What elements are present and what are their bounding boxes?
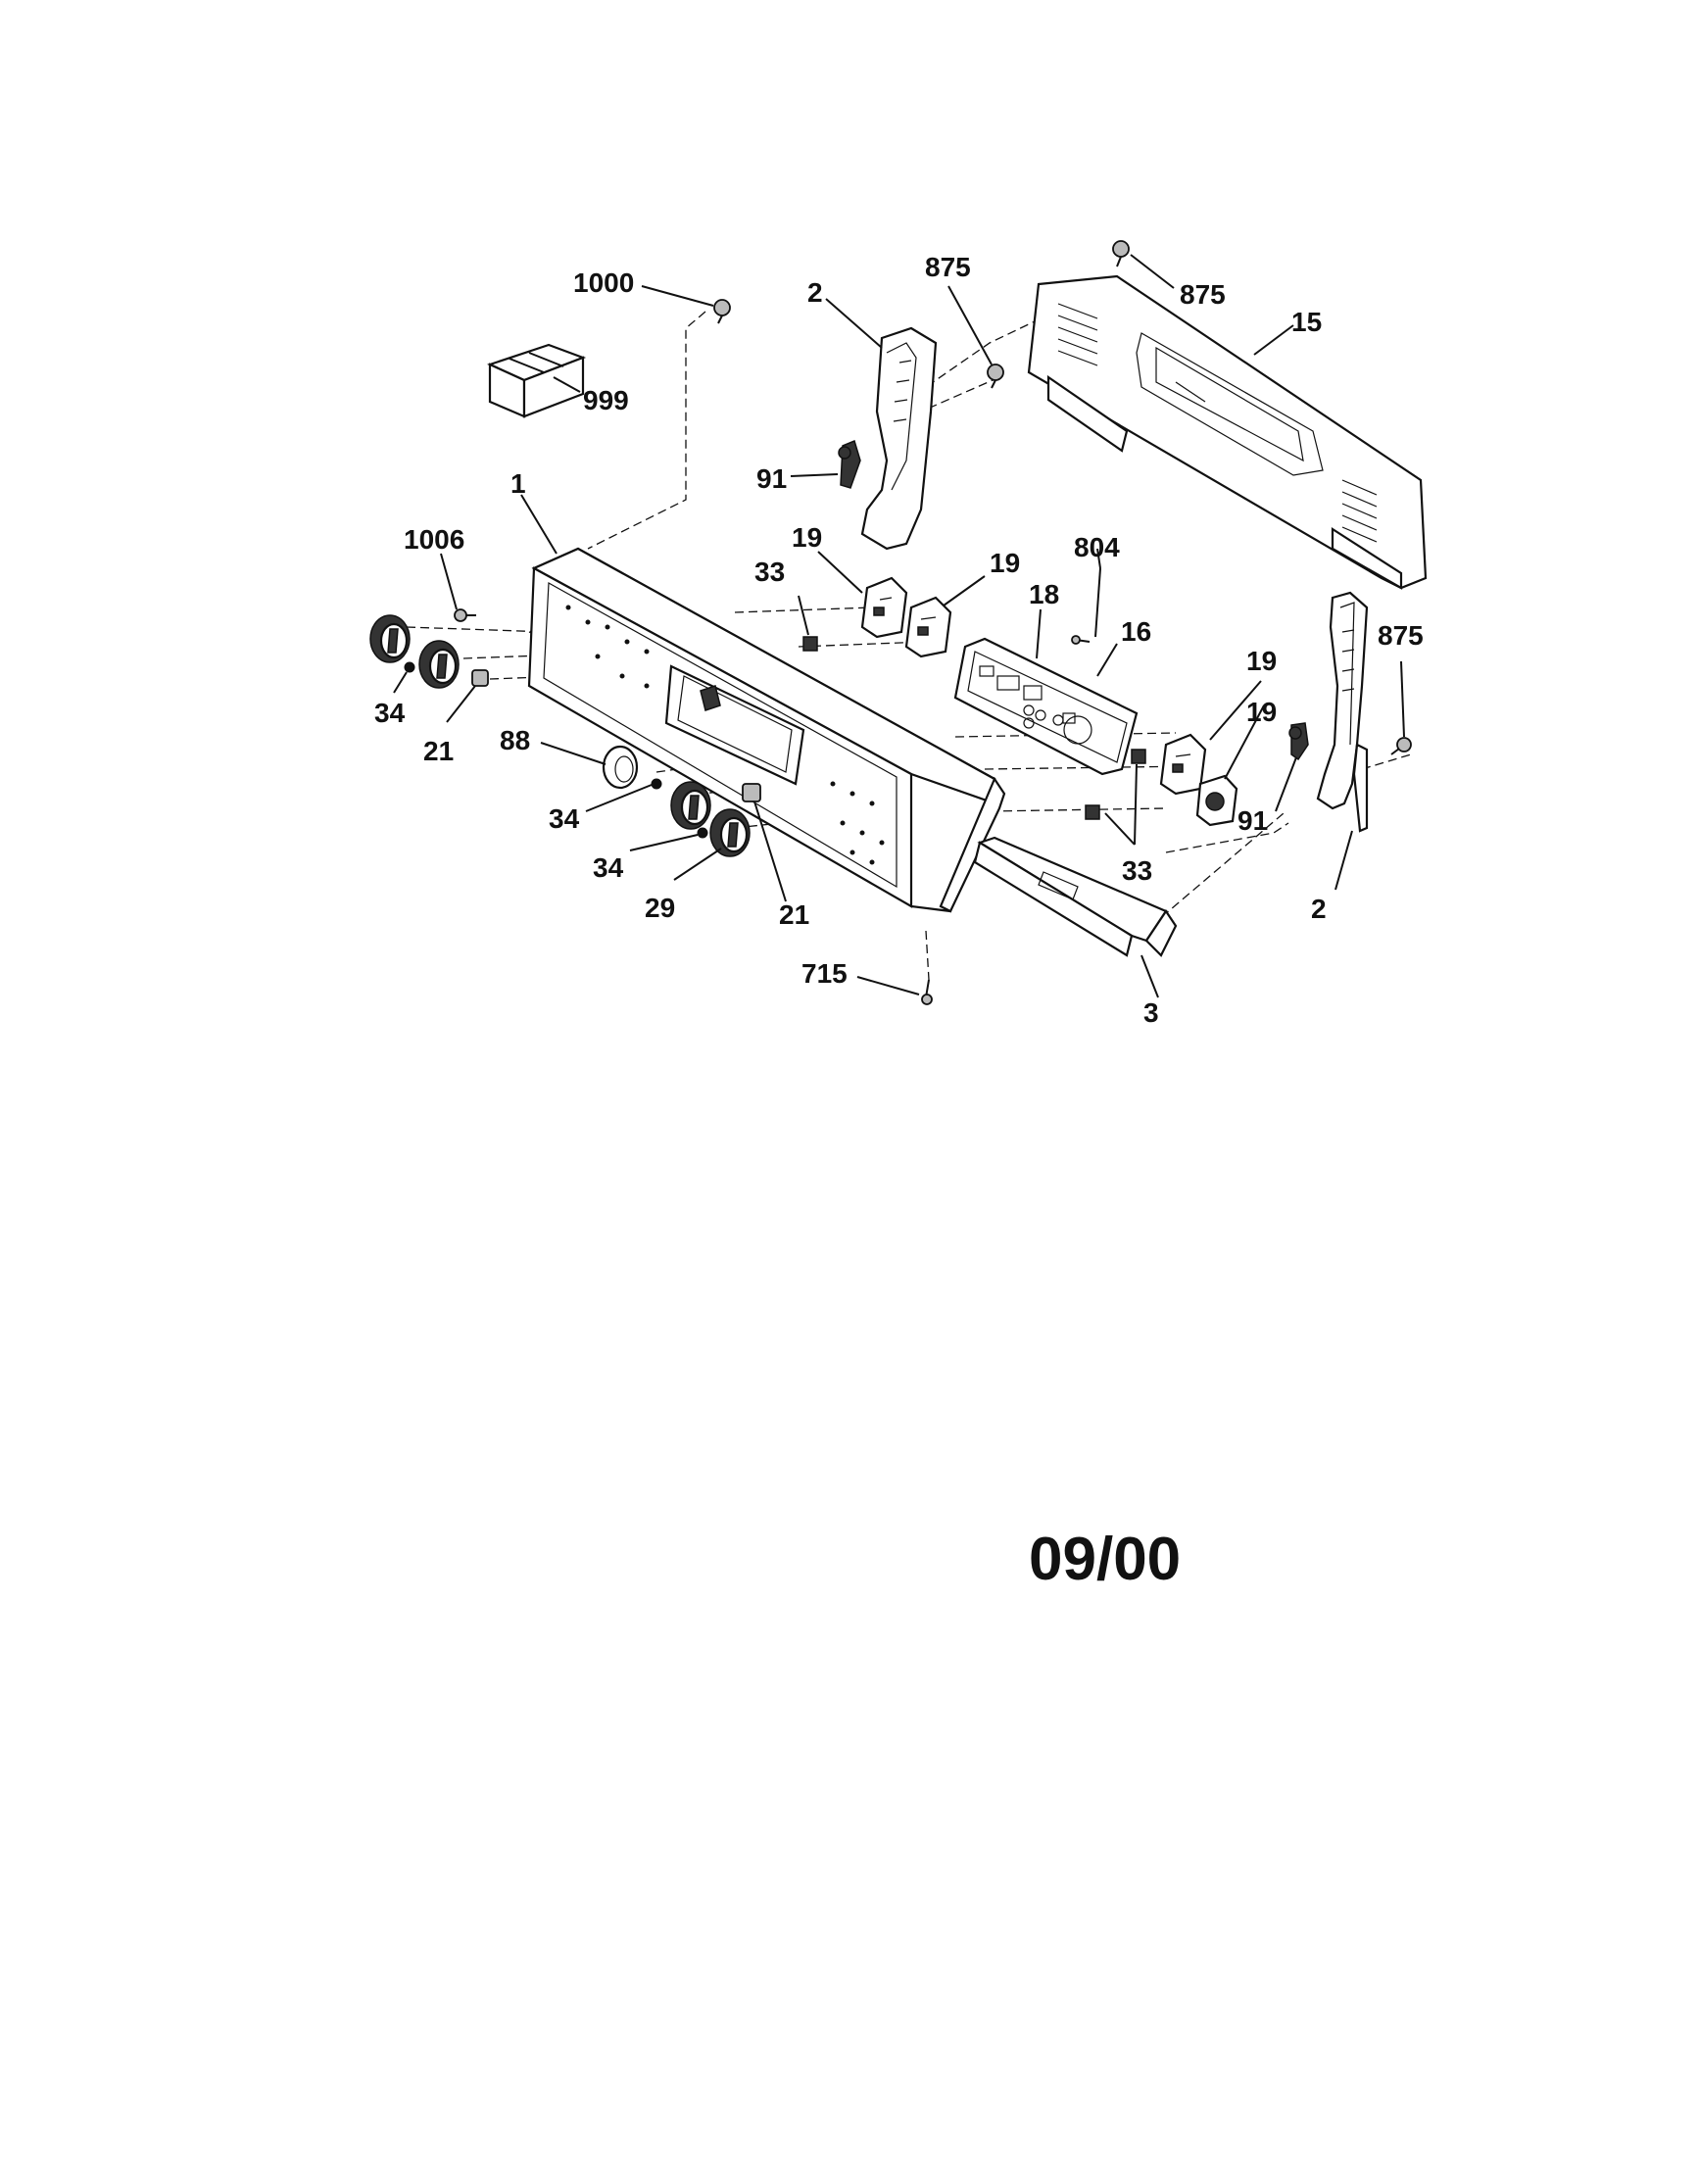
callout-19-b: 19 (990, 548, 1020, 578)
date-stamp: 09/00 (1029, 1526, 1181, 1593)
knob-front-middle (670, 781, 711, 830)
callout-875-a: 875 (925, 252, 971, 282)
part-715-screw (921, 979, 933, 1005)
part-19-switch-c (1159, 733, 1207, 796)
callout-715: 715 (801, 958, 848, 989)
part-91-clip-a (838, 439, 861, 489)
part-2-right-endcap (1316, 591, 1369, 833)
callout-16: 16 (1121, 616, 1151, 647)
part-33-clip-b (1131, 749, 1146, 764)
part-34-grommet-b (651, 778, 662, 790)
part-34-grommet-c (697, 827, 708, 839)
callout-29: 29 (645, 893, 675, 923)
part-88-knob (602, 745, 639, 790)
part-21-spacer-a (471, 669, 489, 687)
part-15-rear-panel (1027, 274, 1428, 590)
part-21-spacer-b (742, 783, 761, 802)
part-19-switch-a (860, 576, 908, 639)
part-16-control-board (953, 637, 1139, 776)
callout-1006: 1006 (404, 524, 464, 555)
part-33-clip-a (802, 636, 818, 652)
callout-19-d: 19 (1246, 697, 1277, 727)
callout-999: 999 (583, 385, 629, 415)
part-33-clip-c (1085, 804, 1100, 820)
part-2-left-endcap (860, 326, 938, 551)
callout-19-a: 19 (792, 522, 822, 553)
part-875-screw-a (987, 364, 1004, 389)
part-875-screw-c (1390, 737, 1412, 755)
callout-91-b: 91 (1237, 805, 1268, 836)
callout-labels: 1000 999 2 875 875 15 91 1 1006 19 19 80… (374, 252, 1424, 1028)
part-1006-screw (454, 608, 476, 622)
part-91-clip-b (1288, 722, 1309, 761)
knob-lower-left (418, 640, 460, 689)
part-804-screw (1071, 635, 1091, 645)
part-34-grommet-a (404, 661, 415, 673)
callout-33-b: 33 (1122, 855, 1152, 886)
part-19-switch-b (904, 596, 952, 658)
callout-2-top: 2 (807, 277, 823, 308)
callout-3: 3 (1143, 997, 1159, 1028)
callout-21-a: 21 (423, 736, 454, 766)
callout-15: 15 (1291, 307, 1322, 337)
knob-upper-left (369, 614, 411, 663)
callout-875-b: 875 (1180, 279, 1226, 310)
callout-34-c: 34 (593, 852, 624, 883)
callout-804: 804 (1074, 532, 1120, 562)
callout-875-c: 875 (1378, 620, 1424, 651)
callout-33-a: 33 (754, 557, 785, 587)
callout-19-c: 19 (1246, 646, 1277, 676)
part-3-trim-strip (973, 836, 1178, 957)
callout-1000: 1000 (573, 267, 634, 298)
part-19-switch-d (1195, 774, 1238, 827)
callout-34-a: 34 (374, 698, 406, 728)
callout-91-top: 91 (756, 463, 787, 494)
part-1000-screw (713, 299, 731, 324)
callout-18: 18 (1029, 579, 1059, 609)
callout-2-b: 2 (1311, 894, 1327, 924)
callout-21-b: 21 (779, 899, 809, 930)
part-29-knob (709, 808, 751, 857)
leader-lines (393, 254, 1405, 998)
part-999-box (487, 343, 587, 418)
callout-88: 88 (500, 725, 530, 755)
callout-34-b: 34 (549, 803, 580, 834)
callout-1: 1 (510, 468, 526, 499)
part-1-control-console (527, 547, 1006, 913)
part-875-screw-b (1112, 240, 1130, 267)
